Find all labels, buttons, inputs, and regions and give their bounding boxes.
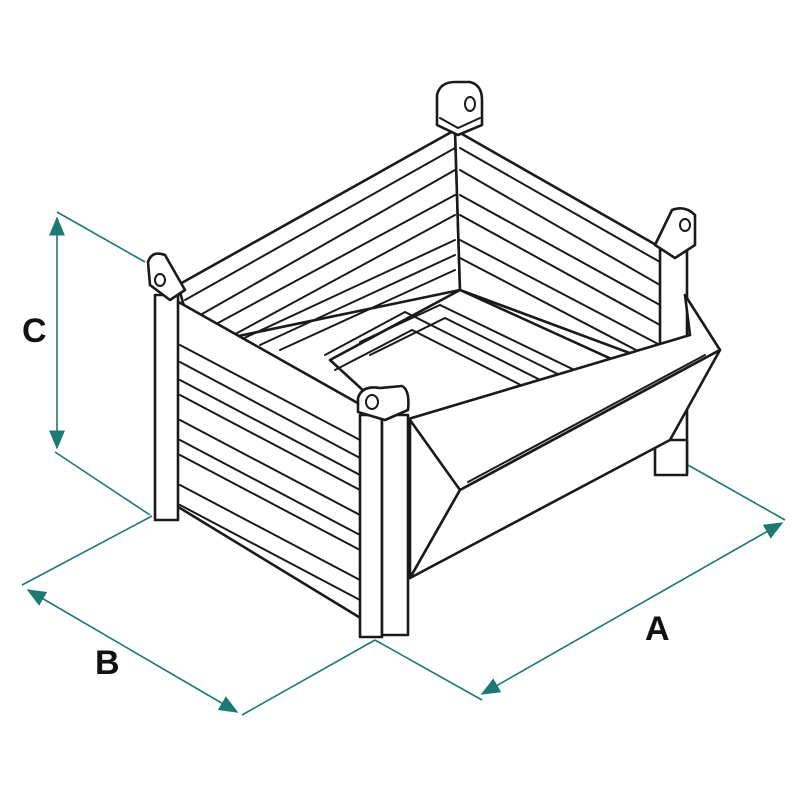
front-corner-post [356,384,410,639]
length-label-a: A [645,610,670,648]
width-label-b: B [95,644,120,682]
a-extension-right [687,464,786,521]
c-extension-bottom [54,451,151,516]
height-label-c: C [22,312,47,350]
a-dimension-arrow [480,522,784,695]
c-extension-top [56,211,146,263]
front-flap [403,293,722,580]
b-dimension-arrow [26,589,239,713]
a-extension-left [374,639,483,701]
dimension-lines [21,211,786,716]
b-extension-right [241,639,376,716]
left-corner-post [146,252,187,522]
front-left-wall [173,298,374,627]
back-corner-post [435,80,484,137]
b-extension-left [21,515,153,586]
